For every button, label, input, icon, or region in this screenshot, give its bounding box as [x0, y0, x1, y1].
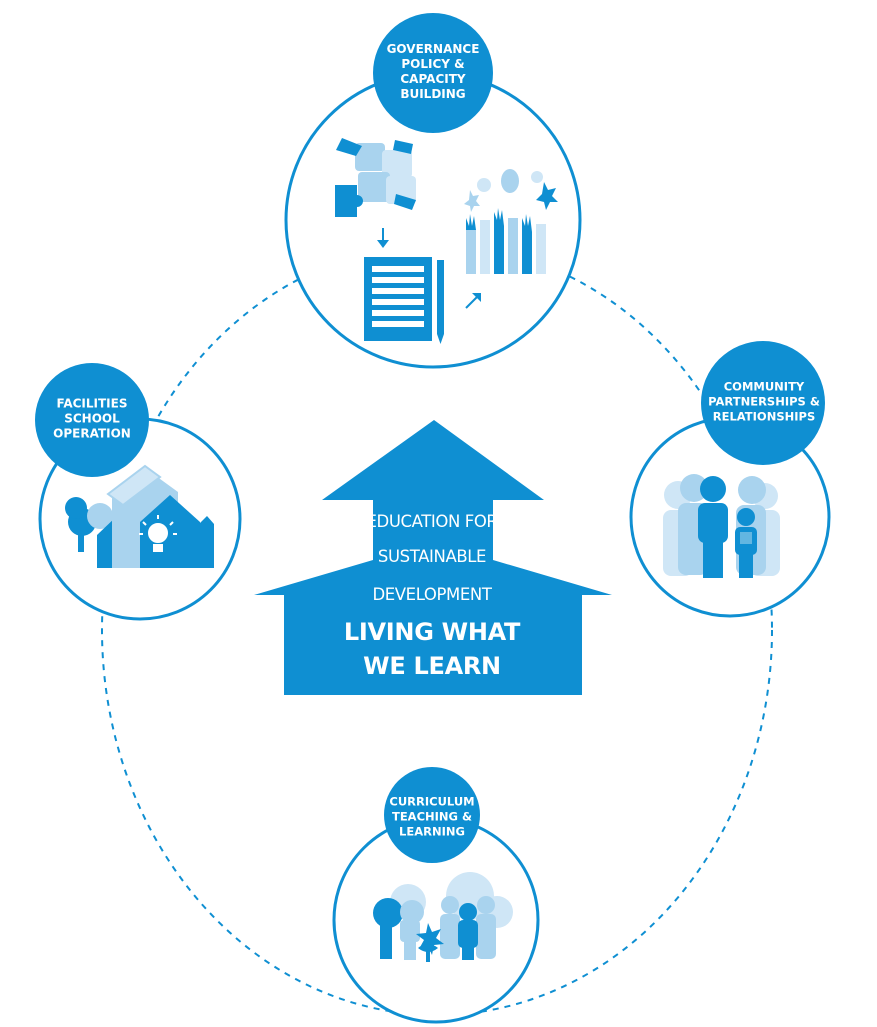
- people-group-icon: [663, 474, 780, 578]
- center-text-line-3: DEVELOPMENT: [372, 585, 492, 604]
- curriculum-badge-label: CURRICULUM TEACHING & LEARNING: [389, 795, 474, 840]
- puzzle-hands-icon: [335, 138, 416, 217]
- center-bold-line-1: LIVING WHAT: [343, 618, 521, 646]
- flower-icon: [416, 923, 444, 962]
- people-learning-icon: [373, 872, 513, 960]
- community-badge: [701, 341, 825, 465]
- facilities-label-line-2: SCHOOL: [64, 411, 120, 426]
- lightbulb-icon: [139, 515, 177, 552]
- facilities-badge-label: FACILITIES SCHOOL OPERATION: [53, 397, 131, 442]
- governance-badge-label: GOVERNANCE POLICY & CAPACITY BUILDING: [387, 42, 480, 102]
- tree-icon: [65, 497, 113, 552]
- arrow-down-icon: [377, 228, 389, 248]
- curriculum-label-line-2: TEACHING &: [391, 809, 473, 824]
- governance-label-line-2: POLICY &: [401, 57, 465, 71]
- policy-document-icon: [364, 257, 432, 341]
- center-bold-line-2: WE LEARN: [363, 652, 501, 680]
- governance-label-line-4: BUILDING: [400, 87, 466, 101]
- curriculum-label-line-1: CURRICULUM: [389, 794, 475, 809]
- community-label-line-2: PARTNERSHIPS &: [708, 394, 820, 409]
- house-arrow-icon: [254, 420, 612, 695]
- curriculum-label-line-3: LEARNING: [399, 824, 465, 839]
- community-label-line-3: RELATIONSHIPS: [712, 409, 816, 424]
- raised-hands-icon: [464, 169, 558, 274]
- curriculum-badge: [384, 767, 480, 863]
- community-badge-label: COMMUNITY PARTNERSHIPS & RELATIONSHIPS: [708, 380, 820, 425]
- community-label-line-1: COMMUNITY: [723, 379, 805, 394]
- facilities-badge: [35, 363, 149, 477]
- facilities-label-line-3: OPERATION: [53, 426, 131, 441]
- governance-label-line-1: GOVERNANCE: [386, 42, 480, 56]
- governance-badge: [373, 13, 493, 133]
- pencil-icon: [437, 260, 444, 344]
- center-text-line-1: EDUCATION FOR: [366, 512, 498, 531]
- center-text-line-2: SUSTAINABLE: [377, 547, 487, 566]
- arrow-diagonal-icon: [465, 293, 481, 309]
- governance-label-line-3: CAPACITY: [400, 72, 466, 86]
- facilities-label-line-1: FACILITIES: [56, 396, 128, 411]
